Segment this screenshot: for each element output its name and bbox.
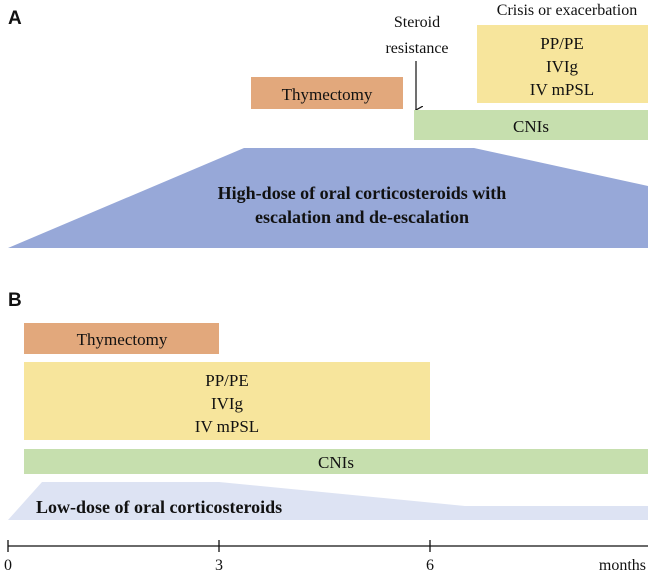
time-axis-label-0: 0 [4,557,12,574]
panel-a-steroid-label-line2: escalation and de-escalation [255,207,469,227]
panel-a-cni-bar [414,110,648,140]
panel-b-thymectomy-bar [24,323,219,354]
panel-a-label: A [8,8,22,29]
panel-b-cni-bar [24,449,648,474]
panel-a-rescue-line2: IVIg [546,57,579,76]
panel-b-cni-label: CNIs [318,453,354,472]
panel-a-cni-label: CNIs [513,117,549,136]
panel-b-rescue-therapy-box [24,362,430,440]
panel-a-rescue-line3: IV mPSL [530,80,594,99]
steroid-resistance-label-line1: Steroid [394,14,440,31]
panel-b-rescue-line1: PP/PE [205,371,248,390]
time-axis-label-3: 3 [215,557,223,574]
panel-a-rescue-therapy-box [477,25,648,103]
panel-b-rescue-line3: IV mPSL [195,417,259,436]
panel-b-label: B [8,290,22,311]
panel-a-thymectomy-bar [251,77,403,109]
panel-b-rescue-line2: IVIg [211,394,244,413]
steroid-resistance-label-line2: resistance [385,40,448,57]
panel-b-low-dose-steroid-area [8,482,648,520]
crisis-label: Crisis or exacerbation [497,2,637,19]
panel-b-thymectomy-label: Thymectomy [77,330,168,349]
panel-a-high-dose-steroid-area [8,148,648,248]
panel-a-steroid-label-line1: High-dose of oral corticosteroids with [218,183,507,203]
panel-a-thymectomy-label: Thymectomy [282,85,373,104]
panel-b-steroid-label: Low-dose of oral corticosteroids [36,497,282,517]
time-axis-unit: months [599,557,646,574]
panel-a-rescue-line1: PP/PE [540,34,583,53]
time-axis-label-6: 6 [426,557,434,574]
